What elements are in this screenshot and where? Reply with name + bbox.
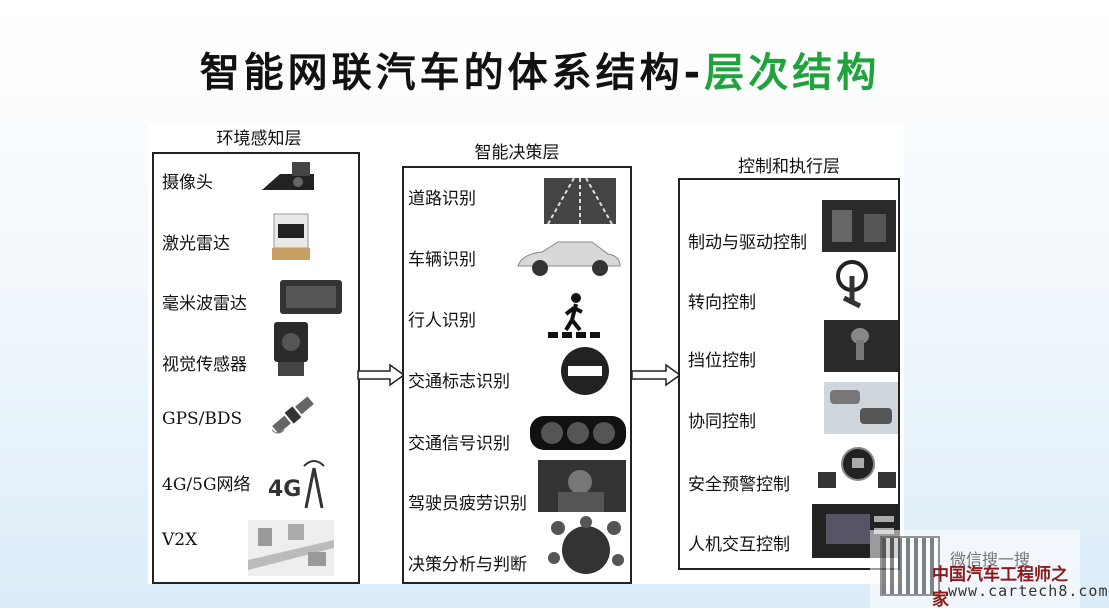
- pedestrian-crossing-icon: [548, 293, 600, 338]
- vision-sensor-image: [274, 322, 308, 376]
- decision-item-decision-analysis: 决策分析与判断: [408, 555, 527, 575]
- perception-layer-box: [152, 152, 360, 584]
- qr-code-icon: [880, 536, 940, 596]
- warning-device-image: [818, 447, 896, 488]
- decision-item-driver-fatigue: 驾驶员疲劳识别: [408, 494, 527, 514]
- control-item-hmi: 人机交互控制: [688, 535, 790, 555]
- decision-item-pedestrian: 行人识别: [408, 311, 476, 331]
- decision-item-vehicle: 车辆识别: [408, 250, 476, 270]
- control-item-safety-warning: 安全预警控制: [688, 475, 790, 495]
- car-image: [517, 241, 621, 276]
- network-4g-image: 4G: [268, 460, 325, 509]
- control-item-steering: 转向控制: [688, 293, 756, 313]
- perception-item-mmwave-radar: 毫米波雷达: [162, 294, 247, 314]
- v2x-city-image: [248, 520, 334, 576]
- gear-shifter-image: [824, 320, 898, 372]
- layer-title-control: 控制和执行层: [738, 157, 840, 177]
- decision-item-traffic-sign: 交通标志识别: [408, 372, 510, 392]
- watermark: 微信搜一搜 中国汽车工程师之家 www.cartech8.com: [870, 530, 1108, 610]
- gps-satellite-image: [271, 396, 314, 434]
- lidar-image: [272, 213, 310, 260]
- no-entry-sign-icon: [561, 347, 609, 395]
- arrow-perception-to-decision: [357, 363, 406, 387]
- cooperative-cars-image: [824, 382, 898, 434]
- decision-brain-icon: [548, 516, 624, 574]
- pedals-image: [822, 200, 896, 252]
- mmwave-radar-image: [280, 280, 342, 314]
- layer-title-decision: 智能决策层: [474, 143, 560, 163]
- perception-item-v2x: V2X: [162, 530, 198, 550]
- watermark-site-name: 中国汽车工程师之家: [932, 565, 1068, 610]
- control-item-brake-drive: 制动与驱动控制: [688, 233, 807, 253]
- perception-item-camera: 摄像头: [162, 173, 213, 193]
- page-title: 智能网联汽车的体系结构-层次结构: [199, 50, 881, 96]
- perception-item-gps-bds: GPS/BDS: [162, 409, 243, 429]
- watermark-url: www.cartech8.com: [948, 582, 1109, 600]
- svg-text:4G: 4G: [268, 477, 301, 502]
- watermark-search-text: 微信搜一搜: [950, 550, 1031, 569]
- perception-item-vision-sensor: 视觉传感器: [162, 355, 247, 375]
- road-image: [544, 177, 616, 225]
- perception-item-lidar: 激光雷达: [162, 234, 230, 254]
- arrow-decision-to-control: [631, 363, 682, 387]
- camera-image: [258, 156, 320, 200]
- layer-title-perception: 环境感知层: [216, 129, 302, 149]
- decision-item-road: 道路识别: [408, 189, 476, 209]
- control-item-cooperative: 协同控制: [688, 412, 756, 432]
- steering-wheel-image: [836, 260, 868, 309]
- control-item-gear: 挡位控制: [688, 351, 756, 371]
- decision-item-traffic-light: 交通信号识别: [408, 434, 510, 454]
- perception-item-network: 4G/5G网络: [162, 475, 251, 495]
- traffic-light-image: [530, 416, 626, 450]
- driver-fatigue-image: [538, 460, 626, 512]
- architecture-diagram: 环境感知层 摄像头 激光雷达 毫米波雷达 视觉传感器 GPS/BDS 4G/5G…: [148, 124, 904, 584]
